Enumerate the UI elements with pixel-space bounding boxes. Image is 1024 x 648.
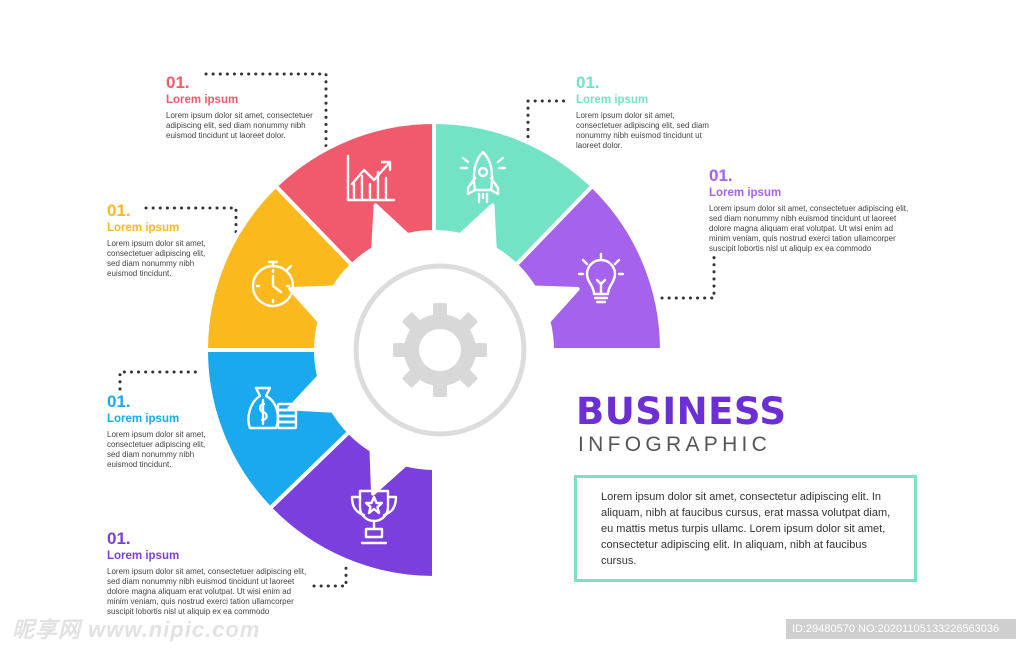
item-number: 01.	[107, 529, 131, 548]
connector-right	[660, 250, 716, 300]
growth-chart-icon	[346, 154, 396, 202]
segment-money	[204, 348, 352, 511]
item-title: Lorem ipsum	[576, 94, 649, 106]
connector-mid-left	[144, 206, 238, 237]
trophy-icon	[350, 489, 398, 545]
item-money: 01. Lorem ipsum Lorem ipsum dolor sit am…	[107, 393, 207, 470]
gear-icon	[393, 303, 487, 397]
item-lightbulb: 01. Lorem ipsum Lorem ipsum dolor sit am…	[709, 167, 915, 254]
center-ring	[353, 263, 527, 437]
infographic-subtitle: INFOGRAPHIC	[578, 433, 772, 456]
item-stopwatch: 01. Lorem ipsum Lorem ipsum dolor sit am…	[107, 202, 207, 279]
item-number: 01.	[107, 392, 131, 411]
description-box: Lorem ipsum dolor sit amet, consectetur …	[574, 475, 917, 582]
item-title: Lorem ipsum	[709, 187, 782, 199]
lightbulb-icon	[577, 252, 625, 304]
connector-lower-left	[118, 370, 202, 391]
item-number: 01.	[166, 73, 190, 92]
item-text: Lorem ipsum dolor sit amet, consectetuer…	[107, 239, 206, 278]
connector-top-left	[204, 72, 328, 152]
item-text: Lorem ipsum dolor sit amet, consectetuer…	[709, 204, 909, 253]
item-text: Lorem ipsum dolor sit amet, consectetuer…	[576, 111, 709, 150]
watermark-logo: 昵享网 www.nipic.com	[12, 617, 261, 642]
item-text: Lorem ipsum dolor sit amet, consectetuer…	[166, 111, 313, 140]
item-trophy: 01. Lorem ipsum Lorem ipsum dolor sit am…	[107, 530, 313, 617]
item-text: Lorem ipsum dolor sit amet, consectetuer…	[107, 567, 307, 616]
item-number: 01.	[107, 201, 131, 220]
item-rocket: 01. Lorem ipsum Lorem ipsum dolor sit am…	[576, 74, 716, 151]
item-title: Lorem ipsum	[107, 413, 180, 425]
item-title: Lorem ipsum	[107, 550, 180, 562]
item-title: Lorem ipsum	[107, 222, 180, 234]
item-text: Lorem ipsum dolor sit amet, consectetuer…	[107, 430, 206, 469]
connector-top-right	[526, 99, 568, 147]
item-number: 01.	[576, 73, 600, 92]
description-text: Lorem ipsum dolor sit amet, consectetur …	[601, 491, 891, 567]
stopwatch-icon	[251, 260, 295, 308]
watermark-id: ID:29480570 NO:20201105133226563036	[786, 619, 1016, 639]
item-title: Lorem ipsum	[166, 94, 239, 106]
item-number: 01.	[709, 166, 733, 185]
infographic-title: BUSINESS	[576, 390, 787, 433]
connector-bottom	[312, 566, 348, 588]
money-bag-icon	[247, 386, 298, 430]
item-growth: 01. Lorem ipsum Lorem ipsum dolor sit am…	[166, 74, 316, 141]
rocket-icon	[459, 150, 507, 204]
